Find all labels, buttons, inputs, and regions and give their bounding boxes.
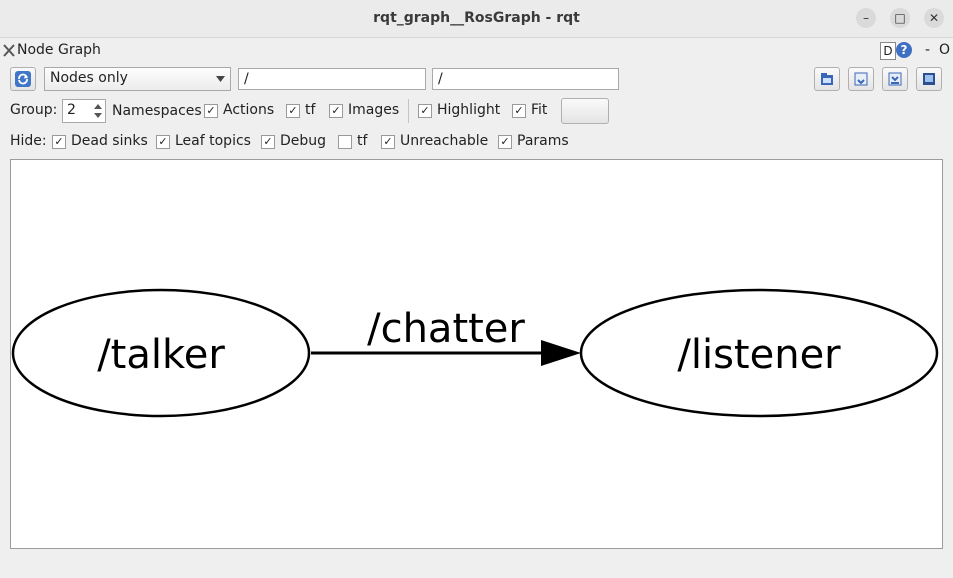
minimize-button[interactable]: –: [856, 8, 876, 28]
node-listener-label: /listener: [677, 332, 841, 378]
maximize-icon: □: [894, 11, 906, 25]
panel-minimize-button[interactable]: -: [925, 42, 931, 58]
fit-label: Fit: [531, 102, 548, 118]
graph-type-value: Nodes only: [50, 70, 128, 86]
save-dot-button[interactable]: [848, 67, 874, 91]
tf-group-checkbox[interactable]: ✓: [329, 104, 343, 118]
highlight-checkbox[interactable]: ✓: [418, 104, 432, 118]
unreachable-checkbox[interactable]: ✓: [381, 135, 395, 149]
leaf-topics-checkbox[interactable]: ✓: [156, 135, 170, 149]
hide-label: Hide:: [10, 133, 47, 149]
folder-icon: [821, 73, 833, 85]
actions-label: Actions: [223, 102, 275, 118]
tf-group-label: tf: [305, 102, 316, 118]
spin-arrows-icon[interactable]: [94, 103, 102, 119]
save-image-button[interactable]: [916, 67, 942, 91]
params-checkbox[interactable]: ✓: [498, 135, 512, 149]
actions-checkbox[interactable]: ✓: [286, 104, 300, 118]
node-filter-value: /: [244, 71, 249, 87]
namespaces-label: Namespaces: [112, 103, 202, 119]
tf-hide-checkbox[interactable]: [338, 135, 352, 149]
group-label: Group:: [10, 102, 58, 118]
tf-hide-label: tf: [357, 133, 368, 149]
image-icon: [923, 73, 935, 85]
refresh-icon: [15, 71, 31, 87]
save-dot-icon: [854, 72, 868, 86]
unreachable-label: Unreachable: [400, 133, 489, 149]
close-button[interactable]: ✕: [924, 8, 944, 28]
save-svg-button[interactable]: [882, 67, 908, 91]
toolbar-separator: [408, 99, 409, 123]
dead-sinks-label: Dead sinks: [71, 133, 148, 149]
topic-filter-input[interactable]: /: [432, 68, 619, 90]
fit-view-button[interactable]: [561, 98, 609, 124]
dead-sinks-checkbox[interactable]: ✓: [52, 135, 66, 149]
graph-canvas[interactable]: /talker /listener /chatter: [10, 159, 943, 549]
node-talker-label: /talker: [97, 332, 225, 378]
debug-checkbox[interactable]: ✓: [261, 135, 275, 149]
load-dot-button[interactable]: [814, 67, 840, 91]
graph-type-select[interactable]: Nodes only: [44, 67, 231, 91]
window-title: rqt_graph__RosGraph - rqt: [373, 10, 580, 26]
images-label: Images: [348, 102, 400, 118]
namespaces-checkbox[interactable]: ✓: [204, 104, 218, 118]
tools-icon[interactable]: [1, 43, 17, 59]
edge-arrowhead: [541, 340, 581, 366]
leaf-topics-label: Leaf topics: [175, 133, 251, 149]
highlight-label: Highlight: [437, 102, 501, 118]
title-bar: rqt_graph__RosGraph - rqt – □ ✕: [0, 0, 953, 38]
edge-chatter-label: /chatter: [367, 306, 525, 352]
fit-checkbox[interactable]: ✓: [512, 104, 526, 118]
refresh-button[interactable]: [10, 67, 36, 91]
help-icon[interactable]: ?: [896, 42, 912, 58]
save-svg-icon: [888, 72, 902, 86]
graph-svg[interactable]: /talker /listener /chatter: [11, 160, 942, 548]
maximize-button[interactable]: □: [890, 8, 910, 28]
minimize-icon: –: [863, 11, 869, 25]
close-icon: ✕: [928, 11, 940, 25]
dock-button[interactable]: D: [880, 42, 896, 60]
debug-label: Debug: [280, 133, 327, 149]
node-filter-input[interactable]: /: [238, 68, 426, 90]
group-spinbox[interactable]: 2: [62, 99, 106, 123]
panel-title: Node Graph: [17, 42, 101, 58]
chevron-down-icon: [216, 76, 225, 82]
topic-filter-value: /: [438, 71, 443, 87]
node-talker[interactable]: [11, 288, 311, 418]
plugin-header: Node Graph D ? - O: [0, 40, 953, 62]
panel-close-button[interactable]: O: [939, 42, 951, 58]
params-label: Params: [517, 133, 569, 149]
group-value: 2: [67, 102, 76, 118]
